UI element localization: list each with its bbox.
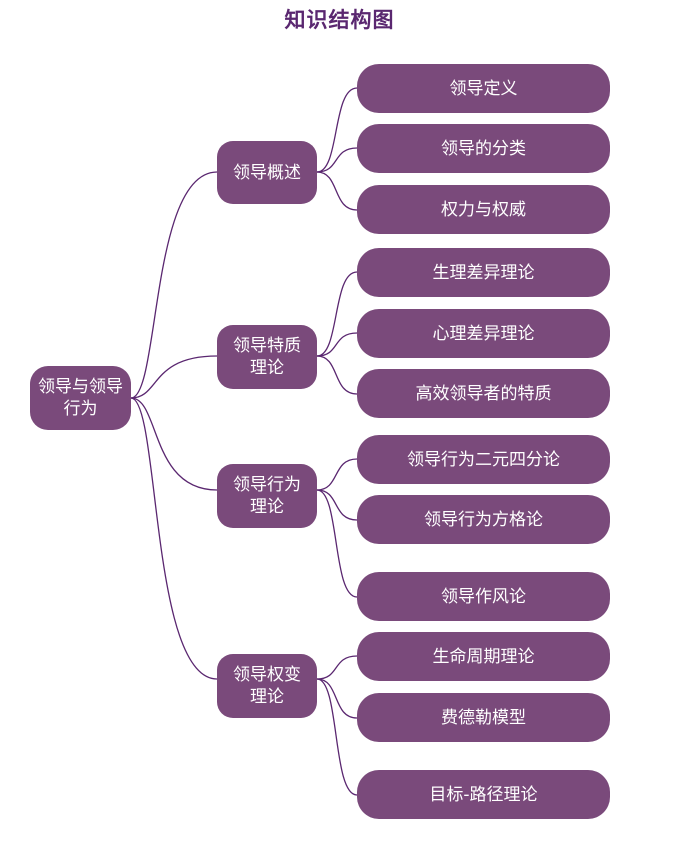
leaf-node[interactable]: 心理差异理论 [357, 309, 610, 358]
leaf-node-label: 领导的分类 [441, 138, 526, 159]
leaf-node-label: 目标-路径理论 [429, 784, 538, 805]
leaf-node-label: 费德勒模型 [441, 707, 526, 728]
leaf-node[interactable]: 生理差异理论 [357, 248, 610, 297]
leaf-node[interactable]: 目标-路径理论 [357, 770, 610, 819]
connector-b1-leaf-3 [316, 171, 358, 211]
leaf-node-label: 权力与权威 [441, 199, 526, 220]
leaf-node-label: 高效领导者的特质 [415, 383, 552, 404]
branch-node-label: 领导概述 [233, 162, 301, 183]
leaf-node[interactable]: 领导行为二元四分论 [357, 435, 610, 484]
branch-node-label: 领导权变 理论 [233, 665, 301, 707]
leaf-node-label: 领导行为方格论 [424, 509, 543, 530]
connector-root-branch-4 [130, 397, 218, 680]
connector-b1-leaf-2 [316, 147, 358, 173]
diagram-title: 知识结构图 [284, 8, 395, 32]
branch-node-2[interactable]: 领导特质 理论 [217, 325, 317, 389]
connector-b3-leaf-1 [316, 458, 358, 491]
connector-b3-leaf-3 [316, 489, 358, 598]
leaf-node-label: 领导行为二元四分论 [407, 449, 560, 470]
leaf-node[interactable]: 权力与权威 [357, 185, 610, 234]
connector-b4-leaf-1 [316, 655, 358, 680]
connector-root-branch-2 [130, 355, 218, 399]
connector-b2-leaf-2 [316, 332, 358, 357]
root-node-label: 领导与领导 行为 [38, 377, 123, 419]
branch-node-3[interactable]: 领导行为 理论 [217, 464, 317, 528]
leaf-node[interactable]: 生命周期理论 [357, 632, 610, 681]
leaf-node-label: 生理差异理论 [432, 262, 535, 283]
connector-b1-leaf-1 [316, 87, 358, 173]
leaf-node[interactable]: 领导的分类 [357, 124, 610, 173]
connector-b4-leaf-3 [316, 678, 358, 796]
leaf-node[interactable]: 费德勒模型 [357, 693, 610, 742]
connector-root-branch-1 [130, 171, 218, 399]
leaf-node[interactable]: 领导作风论 [357, 572, 610, 621]
branch-node-label: 领导行为 理论 [233, 475, 301, 517]
leaf-node-label: 心理差异理论 [432, 323, 535, 344]
leaf-node[interactable]: 领导定义 [357, 64, 610, 113]
connector-b4-leaf-2 [316, 678, 358, 719]
connector-root-branch-3 [130, 397, 218, 491]
leaf-node[interactable]: 高效领导者的特质 [357, 369, 610, 418]
leaf-node-label: 领导定义 [449, 78, 518, 99]
branch-node-1[interactable]: 领导概述 [217, 141, 317, 204]
connector-b2-leaf-1 [316, 271, 358, 357]
root-node[interactable]: 领导与领导 行为 [30, 366, 131, 430]
connector-b2-leaf-3 [316, 355, 358, 395]
connector-b3-leaf-2 [316, 489, 358, 521]
leaf-node-label: 生命周期理论 [432, 646, 535, 667]
leaf-node-label: 领导作风论 [441, 586, 526, 607]
leaf-node[interactable]: 领导行为方格论 [357, 495, 610, 544]
branch-node-4[interactable]: 领导权变 理论 [217, 654, 317, 718]
branch-node-label: 领导特质 理论 [233, 336, 301, 378]
